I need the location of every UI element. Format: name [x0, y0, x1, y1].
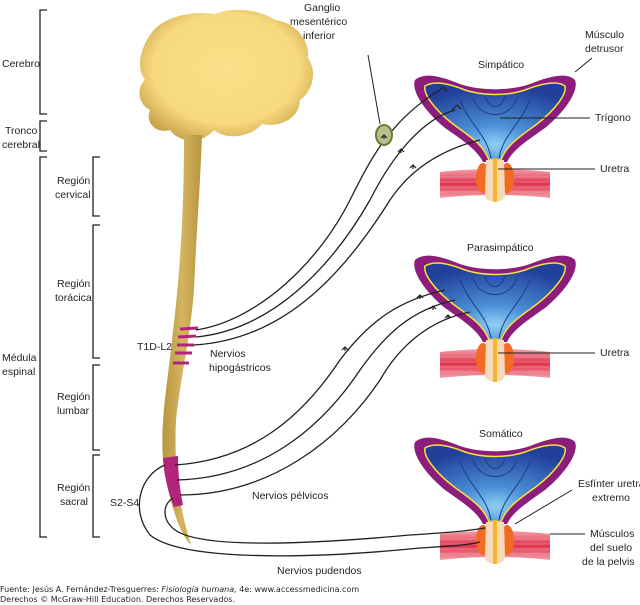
label-musculos-2: del suelo — [590, 542, 632, 554]
bracket-toracica — [92, 224, 100, 359]
label-sacral-1: Región — [57, 482, 90, 494]
synapse-markers — [380, 86, 462, 169]
ganglion-leader — [367, 54, 381, 125]
label-pelvicos: Nervios pélvicos — [252, 490, 328, 502]
bladder-somatico — [413, 436, 577, 565]
label-hipogastricos-1: Nervios — [210, 348, 246, 360]
detrusor-leader — [574, 57, 593, 73]
label-cervical-1: Región — [57, 175, 90, 187]
label-uretra-1: Uretra — [600, 163, 629, 175]
label-esfinter-2: extremo — [592, 492, 630, 504]
copyright-notice: Derechos © McGraw-Hill Education. Derech… — [0, 595, 236, 604]
label-uretra-2: Uretra — [600, 347, 629, 359]
brain — [139, 9, 314, 141]
label-musculos-1: Músculos — [590, 528, 634, 540]
title-simpatico: Simpático — [478, 59, 524, 71]
pudendal-nerves — [138, 464, 486, 557]
label-detrusor-1: Músculo — [585, 29, 624, 41]
title-parasimpatico: Parasimpático — [467, 242, 534, 254]
bracket-sacral — [92, 454, 100, 538]
bladder-simpatico — [413, 74, 577, 203]
label-ganglio-1: Ganglio — [304, 2, 340, 14]
thoracolumbar-stripes — [173, 326, 199, 365]
label-toracica-2: torácica — [55, 292, 92, 304]
label-lumbar-1: Región — [57, 391, 90, 403]
label-tronco-2: cerebral — [2, 139, 40, 151]
pelvic-synapse-markers — [341, 294, 452, 351]
label-medula-1: Médula — [2, 352, 37, 364]
bracket-lumbar — [92, 364, 100, 451]
label-pudendos: Nervios pudendos — [277, 565, 362, 577]
bracket-cervical — [92, 156, 100, 217]
hypogastric-nerves — [193, 89, 481, 346]
label-cerebro: Cerebro — [2, 58, 40, 70]
label-toracica-1: Región — [57, 278, 90, 290]
label-esfinter-1: Esfínter uretral — [578, 478, 640, 490]
region-brackets — [39, 9, 100, 538]
spinal-cord — [162, 135, 202, 545]
sacral-segment — [163, 456, 183, 507]
label-musculos-3: de la pelvis — [582, 556, 635, 568]
label-hipogastricos-2: hipogástricos — [209, 362, 271, 374]
label-tronco-1: Tronco — [5, 125, 37, 137]
label-lumbar-2: lumbar — [57, 405, 90, 417]
label-ganglio-2: mesentérico — [290, 16, 347, 28]
pelvic-nerves — [174, 289, 471, 496]
label-cervical-2: cervical — [55, 189, 91, 201]
source-citation: Fuente: Jesús A. Fernández-Tresguerres: … — [0, 585, 360, 594]
title-somatico: Somático — [479, 428, 523, 440]
bracket-cerebro — [39, 9, 47, 115]
label-s2-s4: S2-S4 — [110, 497, 139, 509]
label-trigono: Trígono — [595, 112, 631, 124]
bracket-tronco — [39, 120, 47, 152]
esfinter-leader — [514, 489, 573, 525]
bracket-medula — [39, 156, 47, 538]
label-detrusor-2: detrusor — [585, 43, 624, 55]
label-ganglio-3: inferior — [303, 30, 336, 42]
bladder-parasimpatico — [413, 254, 577, 383]
label-t1d-l2: T1D-L2 — [137, 341, 172, 353]
label-sacral-2: sacral — [60, 496, 88, 508]
label-medula-2: espinal — [2, 366, 35, 378]
